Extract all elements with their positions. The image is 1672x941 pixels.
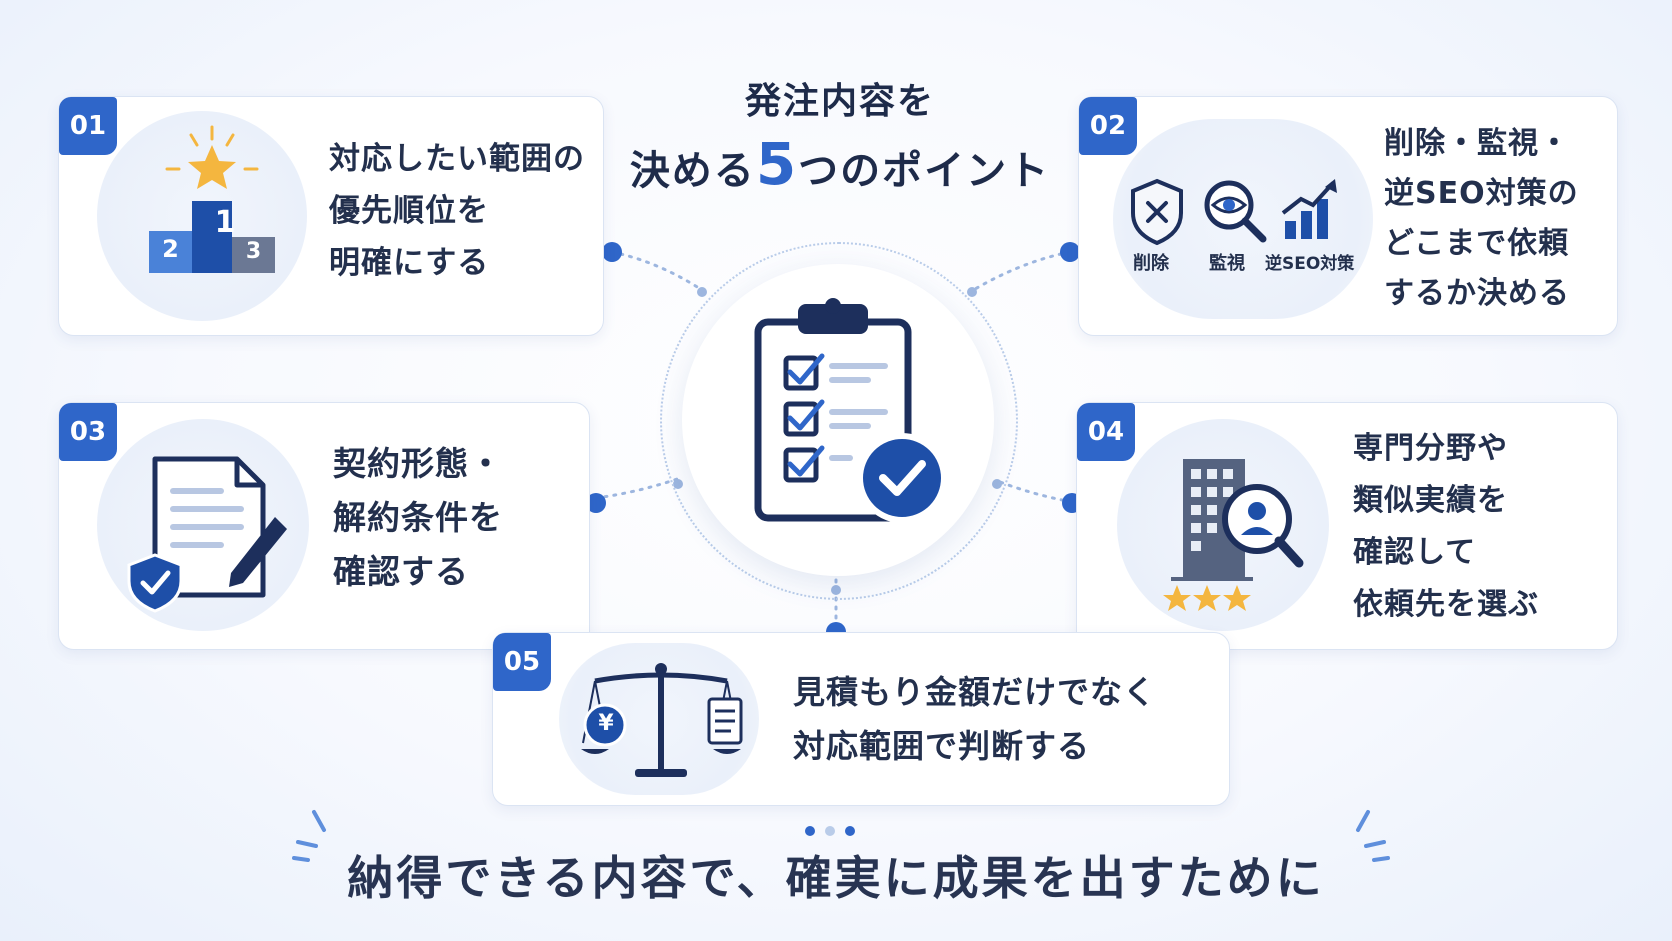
title-number: 5: [755, 130, 799, 198]
building-search-icon: [1163, 459, 1304, 611]
balance-scale-icon: [581, 663, 743, 777]
growth-chart-icon: [1281, 179, 1337, 239]
yen-symbol: ¥: [598, 711, 614, 736]
shield-x-icon: [1131, 178, 1183, 246]
point-card-05: 05 ¥ 見積もり金額だけでなく 対応範囲で判断する: [492, 632, 1230, 806]
connector-dot-03: [586, 493, 606, 513]
magnifier-eye-icon: [1204, 180, 1267, 243]
point-text-01: 対応したい範囲の 優先順位を 明確にする: [329, 141, 585, 281]
point-card-04: 04 専門分野や 類似実績を 確認して 依頼先を選ぶ: [1076, 402, 1618, 650]
point-badge-02: 02: [1079, 97, 1137, 155]
center-ring: [660, 242, 1018, 600]
title-line1: 発注内容を: [744, 81, 935, 122]
pagination-dots: [805, 826, 855, 836]
podium-label-2: 2: [162, 235, 179, 263]
sparkle-left-icon: [292, 810, 326, 862]
point-card-02: 02 削除 監視 逆SEO対策 削除・監視・ 逆SEO対策の どこまで依頼 する…: [1078, 96, 1618, 336]
footer-message: 納得できる内容で、確実に成果を出すために: [347, 851, 1325, 905]
podium-icon: [149, 125, 275, 273]
clipboard-check-icon: [754, 298, 947, 523]
point-badge-05: 05: [493, 633, 551, 691]
podium-label-3: 3: [245, 239, 262, 264]
point-text-03: 契約形態・ 解約条件を 確認する: [333, 444, 503, 591]
podium-label-1: 1: [214, 205, 236, 240]
point-card-03: 03 契約形態・ 解約条件を 確認する: [58, 402, 590, 650]
point-badge-03: 03: [59, 403, 117, 461]
point-text-05: 見積もり金額だけでなく 対応範囲で判断する: [793, 673, 1157, 765]
point-text-02: 削除・監視・ 逆SEO対策の どこまで依頼 するか決める: [1384, 126, 1579, 311]
sparkle-right-icon: [1356, 810, 1390, 862]
title-line2: 決める5つのポイント: [629, 130, 1051, 198]
point-text-04: 専門分野や 類似実績を 確認して 依頼先を選ぶ: [1353, 431, 1539, 622]
connector-dot-02: [1060, 242, 1080, 262]
main-title: 発注内容を 決める5つのポイント: [620, 72, 1060, 198]
connector-dot-01: [602, 242, 622, 262]
contract-icon: [127, 456, 287, 613]
point-badge-04: 04: [1077, 403, 1135, 461]
point-badge-01: 01: [59, 97, 117, 155]
service-label-reverse-seo: 逆SEO対策: [1265, 254, 1355, 274]
point-card-01: 01 1 2 3 対応したい範囲の 優先順位を 明確にする: [58, 96, 604, 336]
service-label-monitor: 監視: [1209, 253, 1245, 274]
service-label-delete: 削除: [1133, 253, 1169, 274]
